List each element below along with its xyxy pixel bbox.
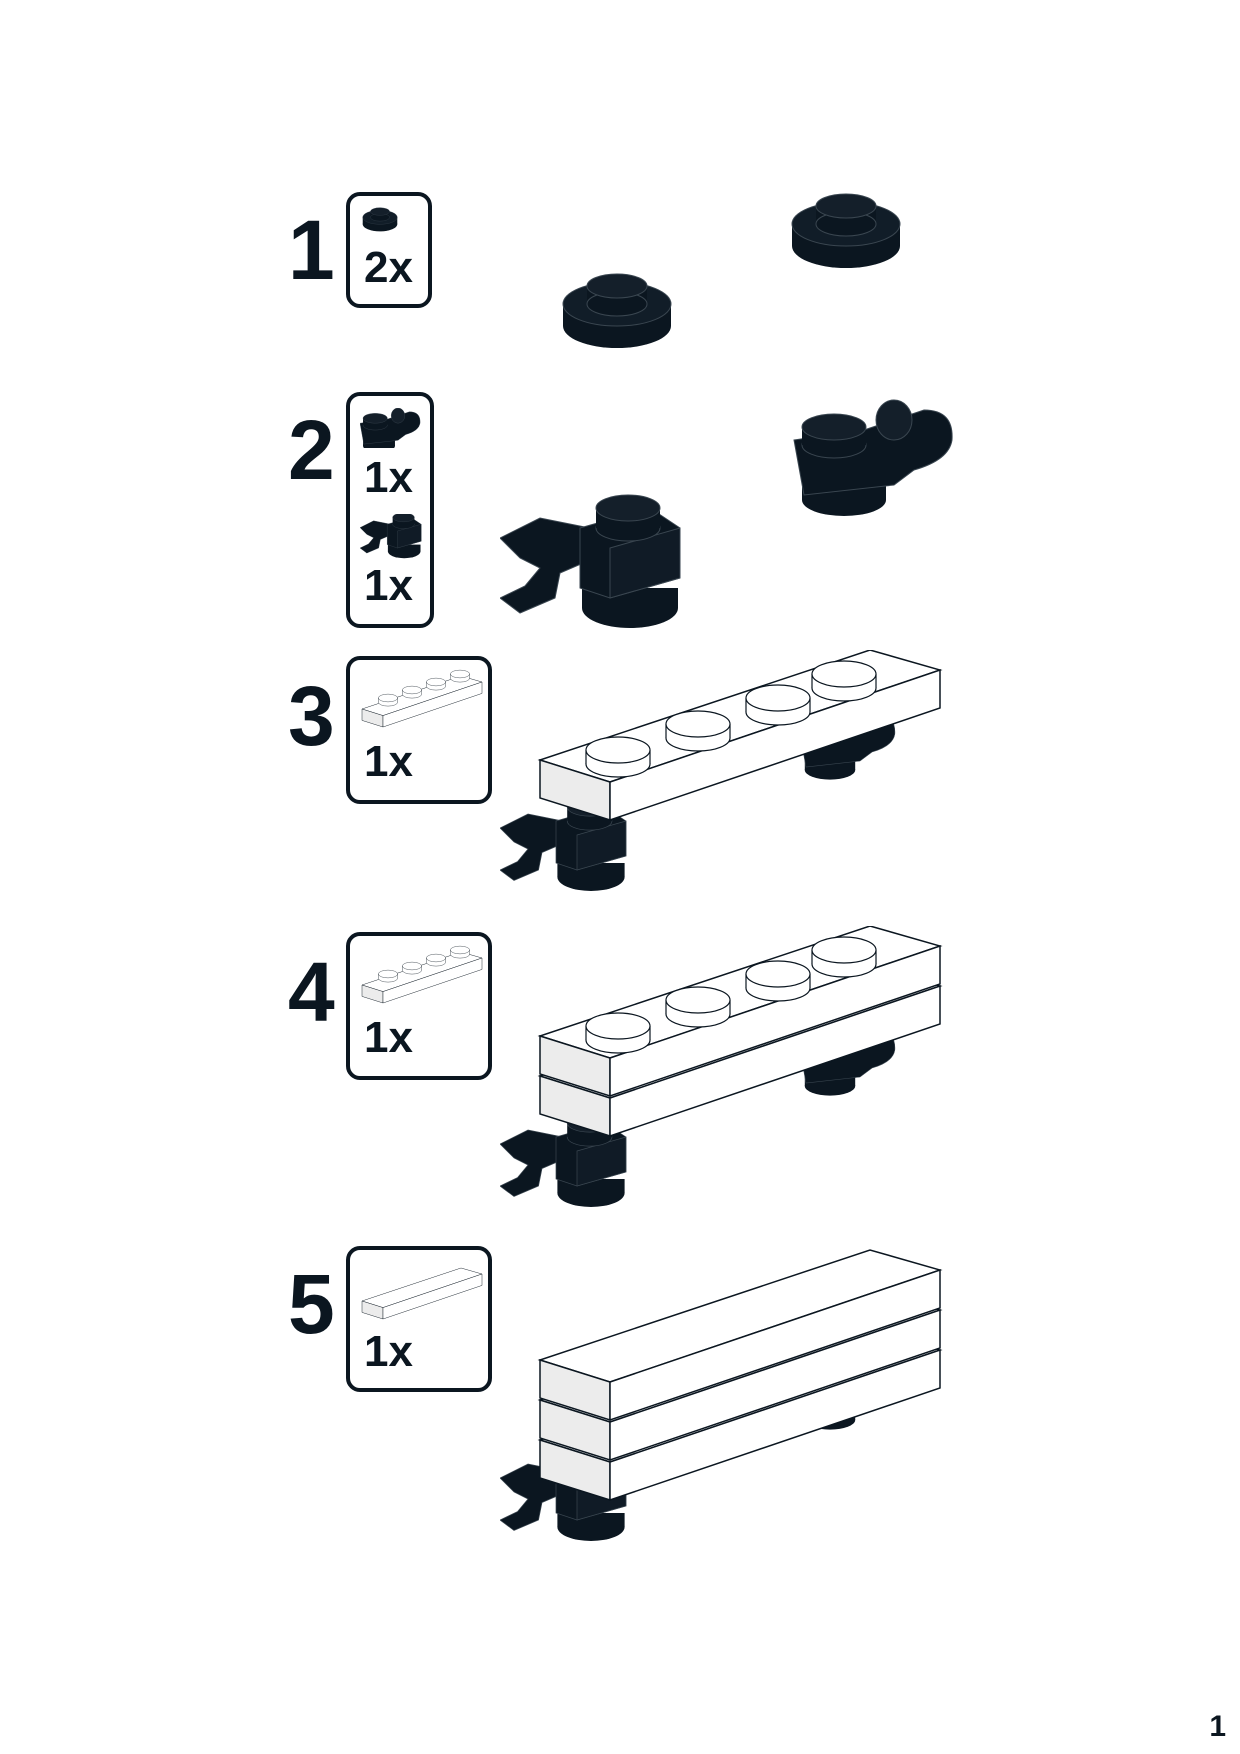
plate-1x4-white-icon bbox=[361, 945, 483, 1004]
round-plate-model bbox=[791, 193, 901, 269]
parts-callout: 1x bbox=[346, 932, 492, 1080]
plate-with-bar-handle-black-icon bbox=[360, 408, 421, 448]
page-number: 1 bbox=[1209, 1710, 1226, 1743]
part-quantity: 1x bbox=[364, 561, 413, 610]
clip-plate-model bbox=[500, 494, 681, 629]
assembly-model bbox=[500, 1249, 941, 1542]
plate-1x4-white-icon bbox=[361, 669, 483, 728]
step-number: 3 bbox=[288, 669, 335, 763]
tile-1x4-white-icon bbox=[361, 1267, 483, 1320]
part-quantity: 1x bbox=[364, 1327, 413, 1376]
handle-plate-model bbox=[793, 399, 953, 517]
part-quantity: 2x bbox=[364, 243, 413, 292]
round-plate-1x1-black-icon bbox=[362, 207, 398, 232]
part-quantity: 1x bbox=[364, 453, 413, 502]
step-number: 1 bbox=[288, 203, 335, 297]
parts-callout: 1x bbox=[346, 656, 492, 804]
part-quantity: 1x bbox=[364, 1013, 413, 1062]
step-number: 4 bbox=[288, 945, 335, 1039]
plate-with-clip-black-icon bbox=[360, 514, 422, 559]
step-number: 5 bbox=[288, 1257, 335, 1351]
step-number: 2 bbox=[288, 403, 335, 497]
parts-callout: 2x bbox=[346, 192, 432, 308]
parts-callout: 1x bbox=[346, 1246, 492, 1392]
part-quantity: 1x bbox=[364, 737, 413, 786]
round-plate-model bbox=[562, 273, 672, 349]
parts-callout: 1x 1x bbox=[346, 392, 434, 628]
assembly-model bbox=[500, 926, 941, 1208]
assembly-model bbox=[500, 650, 941, 892]
